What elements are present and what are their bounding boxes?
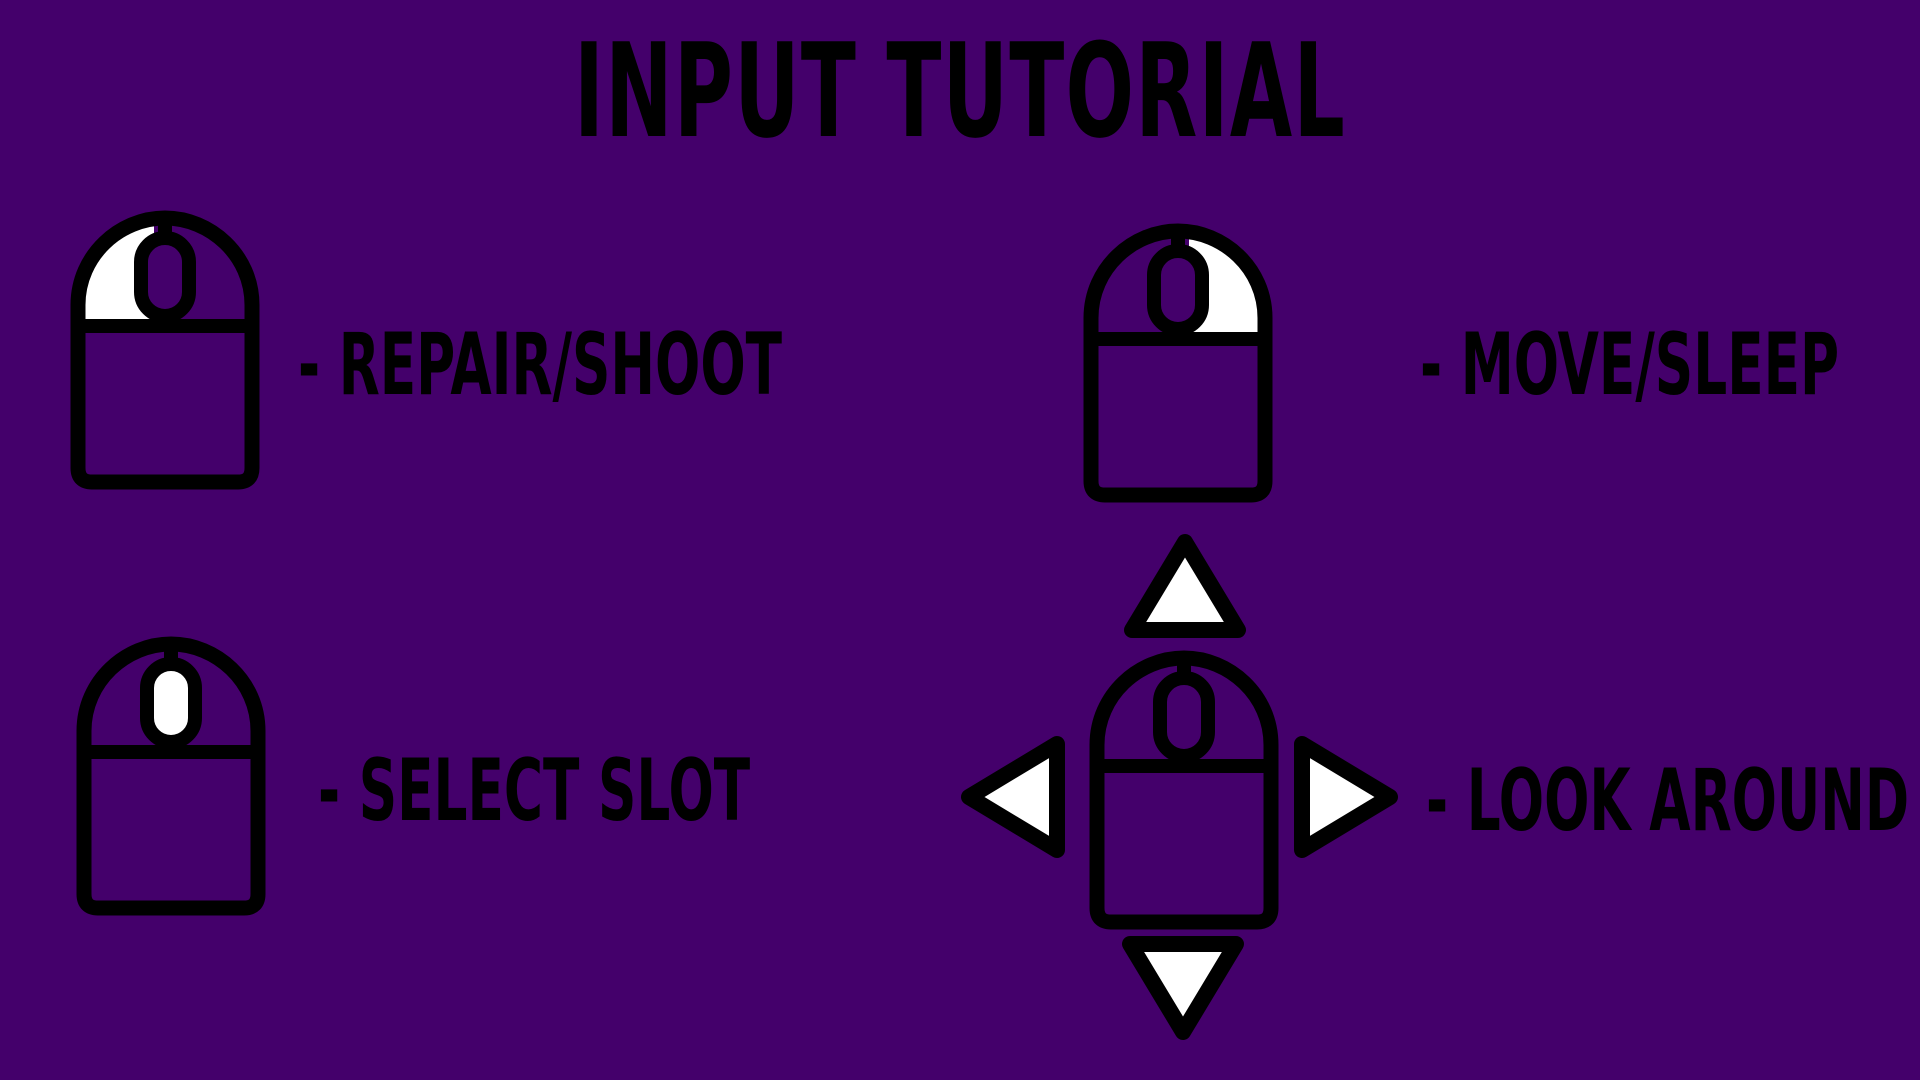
arrow-up-icon bbox=[1118, 528, 1252, 640]
page-title: INPUT TUTORIAL bbox=[573, 15, 1347, 167]
control-label-move-sleep: - MOVE/SLEEP bbox=[1420, 315, 1840, 415]
control-label-select-slot: - SELECT SLOT bbox=[318, 741, 751, 841]
arrow-right-icon bbox=[1292, 730, 1404, 864]
control-label-repair-shoot: - REPAIR/SHOOT bbox=[298, 315, 783, 415]
arrow-down-icon bbox=[1116, 934, 1250, 1046]
mouse-move-icon bbox=[1079, 650, 1289, 930]
arrow-left-icon bbox=[955, 730, 1067, 864]
control-label-look-around: - LOOK AROUND bbox=[1426, 751, 1910, 851]
mouse-right-button-icon bbox=[1073, 223, 1283, 503]
mouse-scroll-wheel-icon bbox=[66, 636, 276, 916]
mouse-left-button-icon bbox=[60, 210, 270, 490]
